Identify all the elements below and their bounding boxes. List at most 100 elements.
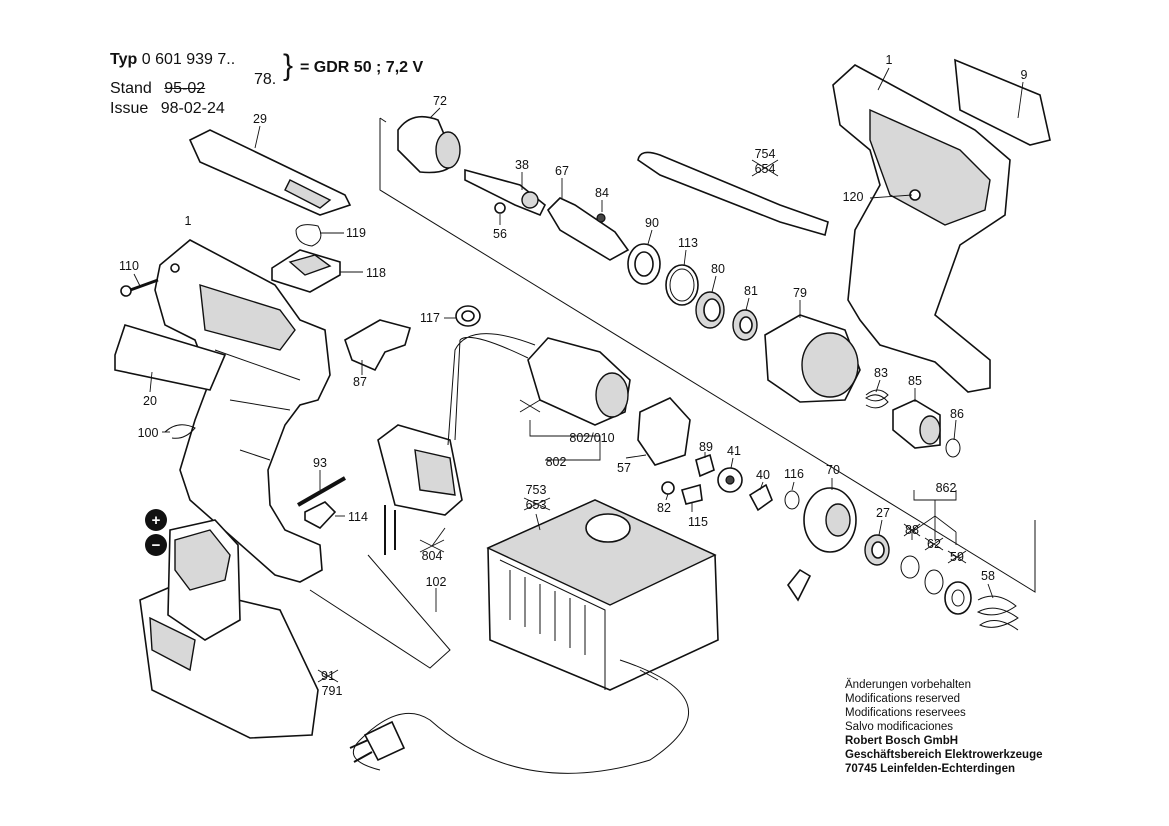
- part-label-804: 804: [422, 549, 443, 563]
- part-label-791: 791: [322, 684, 343, 698]
- screw-40: [748, 483, 773, 512]
- notice-es: Salvo modificaciones: [845, 721, 954, 733]
- power-cord: [349, 659, 690, 774]
- minus-sign: −: [152, 537, 161, 554]
- typ-label: Typ: [110, 51, 138, 68]
- stand-line: Stand 95-02: [110, 79, 205, 99]
- charger-753: [486, 499, 719, 691]
- issue-label: Issue: [110, 100, 149, 117]
- part-label-90: 90: [645, 216, 659, 230]
- bearing-80: [695, 291, 725, 329]
- explosion-frame: [379, 117, 1036, 593]
- part-label-41: 41: [727, 444, 741, 458]
- shaft-67: [546, 197, 630, 261]
- brush-plate-57: [637, 397, 691, 466]
- battery-minus-terminal: −: [145, 534, 167, 556]
- model-name: = GDR 50 ; 7,2 V: [300, 59, 424, 76]
- strike-marks: [317, 159, 967, 683]
- screw-110: [120, 278, 159, 297]
- clip-119: [295, 224, 322, 247]
- label-plate-20: [114, 324, 227, 391]
- part-label-88: 88: [905, 523, 919, 537]
- ball-56: [494, 202, 506, 214]
- ring-113: [665, 264, 699, 306]
- part-label-81: 81: [744, 284, 758, 298]
- clip-114: [304, 501, 337, 529]
- anvil-70: [803, 487, 857, 553]
- company-name: Robert Bosch GmbH: [845, 735, 959, 747]
- ring-86: [945, 438, 961, 458]
- housing-half-left: [154, 239, 331, 583]
- part-label-80: 80: [711, 262, 725, 276]
- stand-label: Stand: [110, 80, 152, 97]
- bit-holder: [787, 568, 812, 602]
- part-label-654: 654: [755, 162, 776, 176]
- leader-lines: [133, 67, 1024, 681]
- part-label-754: 754: [755, 147, 776, 161]
- part-label-56: 56: [493, 227, 507, 241]
- bracket-87: [344, 319, 411, 372]
- part-label-82: 82: [657, 501, 671, 515]
- part-label-89: 89: [699, 440, 713, 454]
- part-label-87: 87: [353, 375, 367, 389]
- spindle-38: [464, 168, 547, 217]
- part-label-85: 85: [908, 374, 922, 388]
- part-label-29: 29: [253, 112, 267, 126]
- part-label-116: 116: [784, 467, 804, 481]
- nut-82: [661, 481, 675, 495]
- screw-115: [681, 483, 703, 505]
- switch-804: [377, 424, 463, 555]
- belt-754: [637, 151, 829, 237]
- bit-93: [297, 476, 346, 507]
- part-label-70: 70: [826, 463, 840, 477]
- part-label-113: 113: [678, 236, 698, 250]
- washer-116: [784, 490, 800, 510]
- part-label-62: 62: [927, 537, 941, 551]
- wire-100: [164, 424, 196, 439]
- typ-number: 0 601 939 7..: [141, 51, 236, 68]
- notice-fr: Modifications reservees: [845, 707, 966, 719]
- cover-plate-29: [188, 129, 352, 216]
- stand-value: 95-02: [164, 80, 206, 97]
- part-label-1-left: 1: [185, 214, 192, 228]
- part-label-83: 83: [874, 366, 888, 380]
- part-label-93: 93: [313, 456, 327, 470]
- part-label-27: 27: [876, 506, 890, 520]
- part-label-57: 57: [617, 461, 631, 475]
- part-label-118: 118: [366, 266, 386, 280]
- part-label-40: 40: [756, 468, 770, 482]
- notice-en: Modifications reserved: [845, 693, 961, 705]
- part-label-20: 20: [143, 394, 157, 408]
- issue-value: 98-02-24: [160, 100, 225, 117]
- part-label-100: 100: [138, 426, 159, 440]
- part-label-802-010: 802/010: [569, 431, 614, 445]
- notice-de: Änderungen vorbehalten: [845, 679, 971, 691]
- part-label-72: 72: [433, 94, 447, 108]
- type-line: Typ 0 601 939 7..: [110, 50, 235, 70]
- washer-59: [944, 581, 972, 615]
- part-label-110: 110: [119, 259, 139, 273]
- part-label-117: 117: [420, 311, 440, 325]
- part-label-802: 802: [546, 455, 567, 469]
- part-label-58: 58: [981, 569, 995, 583]
- part-label-79: 79: [793, 286, 807, 300]
- pin-84: [596, 213, 606, 223]
- washer-90: [627, 243, 661, 285]
- issue-line: Issue 98-02-24: [110, 99, 225, 119]
- ring-62: [924, 569, 944, 595]
- company-address: 70745 Leinfelden-Echterdingen: [845, 763, 1015, 775]
- brace: }: [283, 49, 294, 82]
- bush-89: [695, 453, 715, 478]
- part-label-753: 753: [526, 483, 547, 497]
- motor-802: [447, 333, 631, 446]
- part-label-59: 59: [950, 550, 964, 564]
- cover-9: [954, 58, 1051, 146]
- bearing-27: [864, 534, 890, 566]
- part-label-653: 653: [526, 498, 547, 512]
- battery-plus-terminal: +: [145, 509, 167, 531]
- division-name: Geschäftsbereich Elektrowerkzeuge: [845, 749, 1043, 761]
- part-label-120: 120: [843, 190, 864, 204]
- ring-117: [455, 305, 481, 327]
- spring-83: [865, 389, 889, 409]
- bearing-81: [732, 309, 758, 341]
